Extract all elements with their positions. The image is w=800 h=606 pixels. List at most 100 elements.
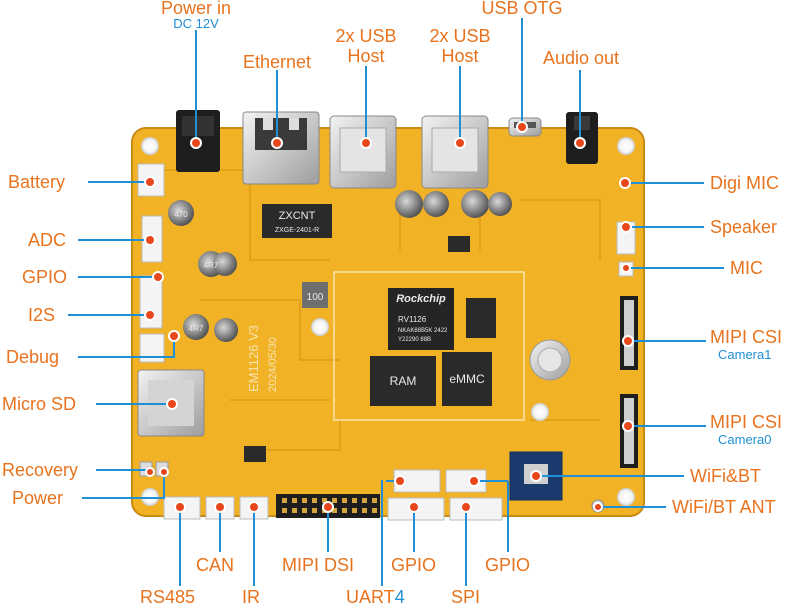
soc-rockchip: Rockchip RV1126 NKAK88B5K 2422 Y22290 88… bbox=[388, 288, 454, 350]
electrolytic-capacitors bbox=[168, 190, 512, 342]
marker-ethernet bbox=[271, 137, 283, 149]
label-gpio-left: GPIO bbox=[22, 267, 67, 287]
label-i2s: I2S bbox=[28, 305, 55, 325]
label-ir: IR bbox=[242, 587, 260, 606]
leader-lines bbox=[68, 18, 724, 586]
marker-adc bbox=[144, 234, 156, 246]
label-digi-mic: Digi MIC bbox=[710, 173, 779, 193]
label-uart4: UART4 bbox=[346, 587, 405, 606]
label-wifi-bt: WiFi&BT bbox=[690, 466, 761, 486]
marker-mic bbox=[621, 263, 631, 273]
label-gpio-bottom-1: GPIO bbox=[391, 555, 436, 575]
label-usb-host-2-line2: Host bbox=[441, 46, 478, 66]
mipi-csi-camera1-connector bbox=[620, 296, 638, 370]
usb-host-port-1 bbox=[329, 115, 397, 189]
marker-micro-sd bbox=[166, 398, 178, 410]
mount-hole bbox=[617, 488, 635, 506]
label-adc: ADC bbox=[28, 230, 66, 250]
label-gpio-bottom-2: GPIO bbox=[485, 555, 530, 575]
marker-uart4 bbox=[394, 475, 406, 487]
marker-can bbox=[214, 501, 226, 513]
eth-chip-label-2: ZXGE-2401-R bbox=[275, 227, 319, 234]
board-silkscreen: EM1126 V3 2024/05/30 bbox=[246, 325, 279, 392]
ethernet-phy-chip: ZXCNT ZXGE-2401-R bbox=[262, 204, 332, 238]
marker-usb-host-2 bbox=[454, 137, 466, 149]
mount-hole bbox=[617, 137, 635, 155]
marker-i2s bbox=[144, 309, 156, 321]
pmic-chip bbox=[466, 298, 496, 338]
label-ethernet: Ethernet bbox=[243, 52, 311, 72]
ethernet-rj45-jack bbox=[242, 111, 320, 185]
label-dc-12v: DC 12V bbox=[173, 16, 219, 31]
ram-chip-label: RAM bbox=[390, 374, 417, 388]
soc-model: RV1126 bbox=[398, 315, 427, 324]
marker-mipi-csi-1 bbox=[622, 335, 634, 347]
rtc-battery bbox=[529, 339, 571, 381]
label-mipi-csi-1: MIPI CSI bbox=[710, 327, 782, 347]
label-mic: MIC bbox=[730, 258, 763, 278]
labels: Power in DC 12V Ethernet 2x USB Host 2x … bbox=[2, 0, 782, 606]
marker-power-in bbox=[190, 137, 202, 149]
label-audio-out: Audio out bbox=[543, 48, 619, 68]
marker-wifi-bt-ant bbox=[593, 502, 603, 512]
label-rs485: RS485 bbox=[140, 587, 195, 606]
marker-debug bbox=[168, 330, 180, 342]
inductor: 100 bbox=[302, 282, 328, 308]
marker-gpio-bottom-1 bbox=[408, 501, 420, 513]
ram-chip: RAM bbox=[370, 356, 436, 406]
label-camera0: Camera0 bbox=[718, 432, 771, 447]
marker-battery bbox=[144, 176, 156, 188]
marker-mipi-dsi bbox=[322, 501, 334, 513]
marker-audio-out bbox=[574, 137, 586, 149]
label-wifi-bt-ant: WiFi/BT ANT bbox=[672, 497, 776, 517]
emmc-chip-label: eMMC bbox=[449, 372, 485, 386]
cap-mark-3: 4R7 bbox=[189, 324, 204, 333]
eth-chip-label: ZXCNT bbox=[279, 210, 316, 222]
cap-mark-1: 470 bbox=[174, 210, 188, 219]
capacitor-markings: 470 4R7 4R7 bbox=[174, 210, 219, 333]
marker-rs485 bbox=[174, 501, 186, 513]
marker-spi bbox=[460, 501, 472, 513]
label-can: CAN bbox=[196, 555, 234, 575]
label-usb-host-2-line1: 2x USB bbox=[429, 26, 490, 46]
label-uart4-number: 4 bbox=[395, 587, 405, 606]
label-mipi-dsi: MIPI DSI bbox=[282, 555, 354, 575]
label-debug: Debug bbox=[6, 347, 59, 367]
marker-wifi-bt bbox=[530, 470, 542, 482]
mount-hole bbox=[311, 318, 329, 336]
label-battery: Battery bbox=[8, 172, 65, 192]
small-ic bbox=[244, 236, 470, 462]
inductor-mark: 100 bbox=[307, 292, 324, 303]
marker-gpio-bottom-2 bbox=[468, 475, 480, 487]
cap-mark-2: 4R7 bbox=[204, 261, 219, 270]
label-mipi-csi-0: MIPI CSI bbox=[710, 412, 782, 432]
marker-usb-otg bbox=[516, 121, 528, 133]
label-camera1: Camera1 bbox=[718, 347, 771, 362]
label-recovery: Recovery bbox=[2, 460, 78, 480]
marker-mipi-csi-0 bbox=[622, 420, 634, 432]
usb-host-port-2 bbox=[421, 115, 489, 189]
marker-ir bbox=[248, 501, 260, 513]
soc-line2: NKAK88B5K 2422 bbox=[398, 328, 448, 334]
emmc-chip: eMMC bbox=[442, 352, 492, 406]
label-usb-host-1-line2: Host bbox=[347, 46, 384, 66]
marker-speaker bbox=[620, 221, 632, 233]
connector-markers bbox=[144, 121, 634, 513]
label-micro-sd: Micro SD bbox=[2, 394, 76, 414]
label-usb-host-1-line1: 2x USB bbox=[335, 26, 396, 46]
label-usb-otg: USB OTG bbox=[481, 0, 562, 18]
marker-gpio-left bbox=[152, 271, 164, 283]
soc-brand: Rockchip bbox=[396, 293, 446, 305]
board-name: EM1126 V3 bbox=[246, 325, 261, 392]
mount-hole bbox=[531, 403, 549, 421]
label-uart4-text: UART bbox=[346, 587, 395, 606]
label-spi: SPI bbox=[451, 587, 480, 606]
mount-hole bbox=[141, 137, 159, 155]
marker-recovery bbox=[145, 467, 155, 477]
board-date: 2024/05/30 bbox=[267, 337, 279, 392]
label-speaker: Speaker bbox=[710, 217, 777, 237]
label-power-in: Power in bbox=[161, 0, 231, 18]
marker-usb-host-1 bbox=[360, 137, 372, 149]
marker-power bbox=[159, 467, 169, 477]
